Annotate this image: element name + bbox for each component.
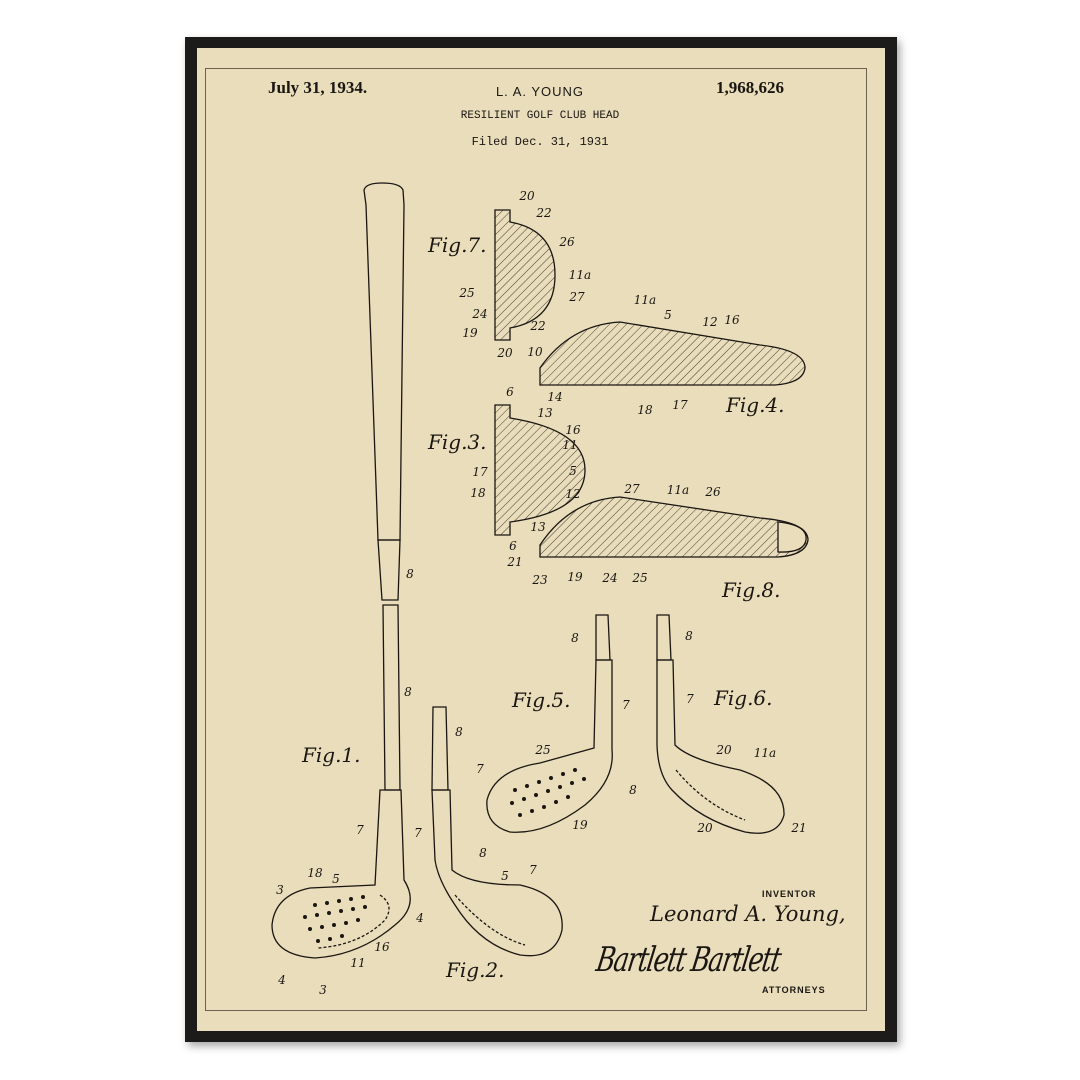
reference-numeral: 19 (572, 818, 587, 832)
reference-numeral: 7 (414, 826, 422, 840)
reference-numeral: 12 (565, 487, 580, 501)
reference-numeral: 11 (350, 956, 365, 970)
reference-numeral: 4 (416, 911, 424, 925)
fig5-club-drawing (487, 615, 612, 832)
reference-numeral: 22 (536, 206, 551, 220)
reference-numeral: 27 (624, 482, 639, 496)
reference-numeral: 20 (697, 821, 712, 835)
reference-numeral: 8 (404, 685, 412, 699)
reference-numeral: 13 (530, 520, 545, 534)
reference-numeral: 14 (547, 390, 562, 404)
reference-numeral: 11a (667, 483, 689, 497)
reference-numeral: 23 (532, 573, 547, 587)
reference-numeral: 26 (559, 235, 574, 249)
reference-numeral: 21 (791, 821, 806, 835)
reference-numeral: 5 (664, 308, 672, 322)
reference-numeral: 25 (632, 571, 647, 585)
reference-numeral: 20 (519, 189, 534, 203)
reference-numeral: 16 (565, 423, 580, 437)
fig1-face-holes (303, 895, 367, 943)
reference-numeral: 24 (472, 307, 487, 321)
attorneys-label: ATTORNEYS (762, 985, 826, 995)
reference-numeral: 18 (470, 486, 485, 500)
figure-label-fig3: Fig.3. (428, 430, 487, 454)
reference-numeral: 10 (527, 345, 542, 359)
reference-numeral: 16 (374, 940, 389, 954)
reference-numeral: 3 (276, 883, 284, 897)
reference-numeral: 8 (406, 567, 414, 581)
reference-numeral: 18 (307, 866, 322, 880)
fig7-section (495, 210, 555, 340)
reference-numeral: 11a (569, 268, 591, 282)
reference-numeral: 25 (459, 286, 474, 300)
figure-label-fig8: Fig.8. (722, 578, 781, 602)
reference-numeral: 20 (716, 743, 731, 757)
reference-numeral: 8 (629, 783, 637, 797)
figure-label-fig1: Fig.1. (302, 743, 361, 767)
reference-numeral: 7 (529, 863, 537, 877)
reference-numeral: 26 (705, 485, 720, 499)
reference-numeral: 8 (685, 629, 693, 643)
reference-numeral: 17 (472, 465, 487, 479)
fig6-club-drawing (657, 615, 784, 833)
reference-numeral: 18 (637, 403, 652, 417)
reference-numeral: 4 (278, 973, 286, 987)
reference-numeral: 11 (562, 438, 577, 452)
reference-numeral: 6 (506, 385, 514, 399)
reference-numeral: 13 (537, 406, 552, 420)
reference-numeral: 21 (507, 555, 522, 569)
figure-label-fig4: Fig.4. (726, 393, 785, 417)
fig8-section (540, 497, 808, 557)
inventor-signature: Leonard A. Young, (650, 902, 846, 926)
reference-numeral: 19 (462, 326, 477, 340)
figure-label-fig7: Fig.7. (428, 233, 487, 257)
reference-numeral: 22 (530, 319, 545, 333)
reference-numeral: 7 (686, 692, 694, 706)
reference-numeral: 11a (754, 746, 776, 760)
reference-numeral: 20 (497, 346, 512, 360)
reference-numeral: 17 (672, 398, 687, 412)
reference-numeral: 24 (602, 571, 617, 585)
attorneys-signature: Bartlett Bartlett (594, 940, 783, 980)
reference-numeral: 7 (356, 823, 364, 837)
reference-numeral: 12 (702, 315, 717, 329)
reference-numeral: 8 (479, 846, 487, 860)
inventor-label: INVENTOR (762, 889, 816, 899)
reference-numeral: 19 (567, 570, 582, 584)
fig1-club-drawing (272, 183, 410, 958)
reference-numeral: 5 (501, 869, 509, 883)
figure-label-fig5: Fig.5. (512, 688, 571, 712)
reference-numeral: 16 (724, 313, 739, 327)
figure-label-fig6: Fig.6. (714, 686, 773, 710)
reference-numeral: 3 (319, 983, 327, 997)
fig5-face-holes (510, 768, 586, 817)
reference-numeral: 7 (622, 698, 630, 712)
reference-numeral: 6 (509, 539, 517, 553)
reference-numeral: 7 (476, 762, 484, 776)
reference-numeral: 5 (569, 464, 577, 478)
reference-numeral: 25 (535, 743, 550, 757)
figure-label-fig2: Fig.2. (446, 958, 505, 982)
reference-numeral: 5 (332, 872, 340, 886)
reference-numeral: 8 (571, 631, 579, 645)
reference-numeral: 8 (455, 725, 463, 739)
reference-numeral: 11a (634, 293, 656, 307)
fig4-section (540, 322, 805, 385)
reference-numeral: 27 (569, 290, 584, 304)
